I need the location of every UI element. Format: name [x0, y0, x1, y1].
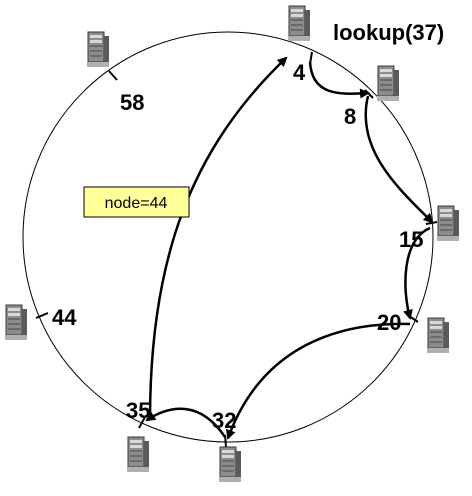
note-box: [83, 186, 190, 218]
lookup-path: [145, 56, 434, 440]
tick-58: [108, 70, 118, 81]
hop-arrow: [145, 407, 227, 438]
hop-arrow: [308, 61, 370, 99]
hop-arrow: [403, 226, 431, 320]
server-icon: [436, 205, 460, 242]
server-icon: [287, 5, 311, 42]
node-label-4: 4: [293, 60, 306, 85]
server-icon: [426, 317, 450, 354]
lookup-query-label: lookup(37): [333, 20, 444, 45]
hop-arrow: [148, 56, 288, 421]
node-label-32: 32: [212, 408, 236, 433]
server-icon: [86, 31, 110, 68]
node-label-8: 8: [344, 104, 356, 129]
node-label-15: 15: [399, 227, 423, 252]
tick-35: [138, 416, 146, 429]
hop-arrow: [364, 95, 434, 224]
ring: [22, 31, 434, 443]
node-label-35: 35: [126, 398, 150, 423]
server-icon: [4, 304, 28, 341]
server-icon: [376, 65, 400, 102]
hop-arrow: [226, 322, 411, 440]
node-label-44: 44: [52, 305, 77, 330]
server-icon: [126, 436, 150, 473]
tick-32: [224, 434, 227, 448]
node-label-20: 20: [377, 310, 401, 335]
server-icon: [218, 446, 242, 483]
node-note: node=44: [83, 186, 190, 218]
tick-44: [35, 312, 49, 319]
node-label-58: 58: [120, 90, 144, 115]
note-text: node=44: [105, 195, 168, 212]
